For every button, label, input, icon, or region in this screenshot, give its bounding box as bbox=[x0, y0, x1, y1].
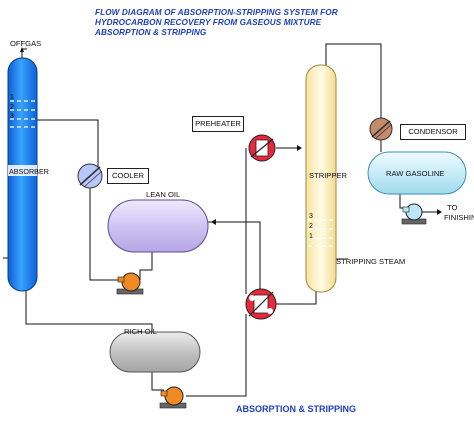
preheater-icon bbox=[248, 134, 276, 162]
lean-tank-to-pump-line bbox=[139, 252, 153, 280]
gasoline-pump-icon bbox=[401, 203, 427, 225]
rich-oil-pump-icon bbox=[159, 386, 187, 409]
absorber-label: ABSORBER bbox=[9, 167, 49, 176]
preheater-label: PREHEATER bbox=[192, 116, 244, 132]
finishing-label: FINISHING bbox=[444, 213, 474, 222]
stripper-tray-number: 1 bbox=[309, 233, 313, 240]
rich-oil-label: RICH OIL bbox=[124, 327, 157, 336]
title-line-3: ABSORPTION & STRIPPING bbox=[95, 28, 207, 37]
stripper-tray-number: 2 bbox=[309, 223, 313, 230]
rich-pump-to-exchanger-line bbox=[186, 314, 247, 397]
exchanger-to-lean-tank-line bbox=[207, 221, 261, 290]
condensor-icon bbox=[369, 117, 393, 141]
stripper-label: STRIPPER bbox=[309, 171, 347, 180]
stripper-column bbox=[305, 64, 337, 293]
absorber-tray-number: 3 bbox=[10, 113, 14, 120]
absorber-column bbox=[7, 57, 38, 292]
gasoline-to-pump-line bbox=[399, 193, 408, 209]
lean-oil-to-absorber-line bbox=[33, 119, 99, 174]
absorber-tray-number: 1 bbox=[10, 94, 14, 101]
lean-rich-exchanger-icon bbox=[245, 288, 277, 320]
lean-oil-label: LEAN OIL bbox=[146, 190, 181, 199]
to-label: TO bbox=[447, 203, 458, 212]
lean-oil-pump-to-cooler-line bbox=[89, 176, 118, 281]
absorber-tray-number: 2 bbox=[10, 104, 14, 111]
raw-gasoline-label: RAW GASOLINE bbox=[386, 169, 445, 178]
title-line-2: HYDROCARBON RECOVERY FROM GASEOUS MIXTUR… bbox=[95, 18, 322, 27]
arrow-icon bbox=[211, 219, 216, 225]
rich-oil-tank bbox=[109, 331, 201, 373]
cooler-label: COOLER bbox=[107, 168, 149, 184]
lean-oil-pump-icon bbox=[116, 272, 144, 295]
flow-arrows bbox=[9, 47, 442, 261]
stripper-trays bbox=[308, 219, 334, 247]
offgas-label: OFFGAS bbox=[10, 39, 42, 48]
raw-gasoline-tank bbox=[367, 151, 467, 195]
stripper-bottoms-line bbox=[276, 290, 317, 305]
piping bbox=[3, 43, 437, 397]
stripping-steam-label: STRIPPING STEAM bbox=[336, 257, 406, 266]
arrow-icon bbox=[20, 47, 24, 52]
cooler-icon bbox=[77, 163, 103, 189]
stripper-overhead-line bbox=[325, 43, 382, 118]
arrow-icon bbox=[437, 209, 442, 215]
arrow-icon bbox=[297, 145, 302, 151]
rich-tank-to-pump-line bbox=[151, 370, 164, 391]
title-line-1: FLOW DIAGRAM OF ABSORPTION-STRIPPING SYS… bbox=[95, 8, 338, 17]
diagram-caption: ABSORPTION & STRIPPING bbox=[236, 404, 357, 414]
condensor-label: CONDENSOR bbox=[400, 124, 466, 140]
stripper-tray-number: 3 bbox=[309, 213, 313, 220]
absorber-bottoms-line bbox=[25, 290, 153, 332]
lean-oil-tank bbox=[107, 199, 209, 253]
